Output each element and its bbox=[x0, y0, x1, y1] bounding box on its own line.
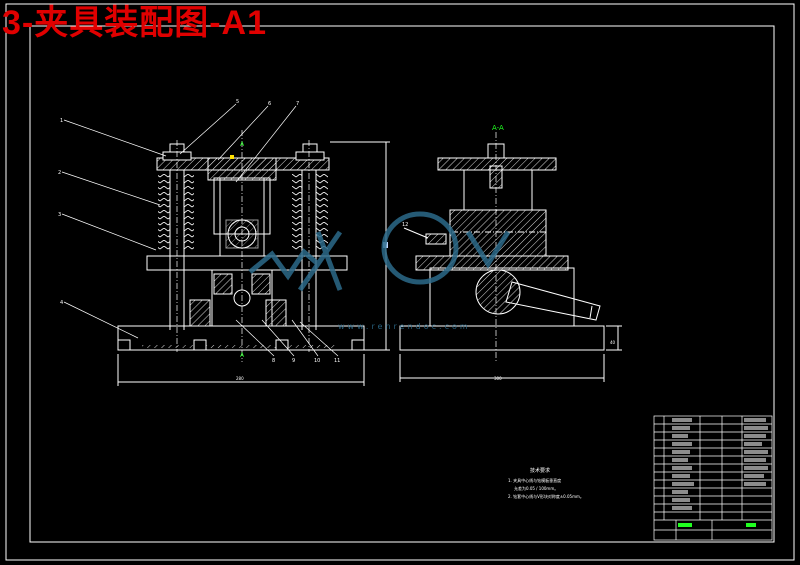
balloon-labels: 1 2 3 4 5 6 7 8 9 10 11 12 bbox=[58, 99, 408, 364]
balloon-6: 6 bbox=[268, 101, 271, 107]
balloon-9: 9 bbox=[292, 358, 295, 364]
tech-requirements: 技术要求 1. 夹具中心线与钻模板垂直度 允差为0.05 / 100mm。 2.… bbox=[508, 467, 584, 499]
balloon-10: 10 bbox=[314, 358, 320, 364]
section-mark-top: A bbox=[240, 141, 245, 148]
title-block-mark-2 bbox=[746, 523, 756, 527]
balloon-1: 1 bbox=[60, 118, 63, 124]
leader-lines bbox=[61, 103, 339, 357]
title-block-mark bbox=[678, 523, 692, 527]
spring-left bbox=[158, 172, 170, 252]
balloon-7: 7 bbox=[296, 101, 299, 107]
marker-yellow bbox=[230, 155, 234, 159]
balloon-12: 12 bbox=[402, 222, 408, 228]
section-mark-bottom: A bbox=[240, 352, 245, 359]
page-title: 3-夹具装配图-A1 bbox=[2, 4, 268, 42]
dim-width-left: 280 bbox=[236, 376, 244, 381]
balloon-5: 5 bbox=[236, 99, 239, 105]
inner-frame bbox=[29, 25, 775, 543]
outer-frame bbox=[5, 3, 795, 561]
watermark-logo bbox=[248, 211, 511, 292]
tech-req-line-3: 2. 钻套中心线与V形块对称度±0.05mm。 bbox=[508, 493, 584, 499]
balloon-3: 3 bbox=[58, 212, 61, 218]
front-view bbox=[117, 130, 390, 386]
section-view bbox=[399, 132, 622, 382]
balloon-2: 2 bbox=[58, 170, 61, 176]
dim-height: 40 bbox=[610, 340, 616, 345]
section-view-label: A-A bbox=[492, 124, 504, 132]
parts-list-fill bbox=[672, 418, 768, 510]
tech-req-line-2: 允差为0.05 / 100mm。 bbox=[514, 485, 558, 491]
tech-req-line-1: 1. 夹具中心线与钻模板垂直度 bbox=[508, 477, 561, 483]
balloon-4: 4 bbox=[60, 300, 63, 306]
watermark-text: www.renrendoc.com bbox=[338, 322, 471, 331]
balloon-8: 8 bbox=[272, 358, 275, 364]
balloon-11: 11 bbox=[334, 358, 340, 364]
tech-req-heading: 技术要求 bbox=[530, 467, 550, 474]
parts-list-table bbox=[653, 415, 773, 541]
